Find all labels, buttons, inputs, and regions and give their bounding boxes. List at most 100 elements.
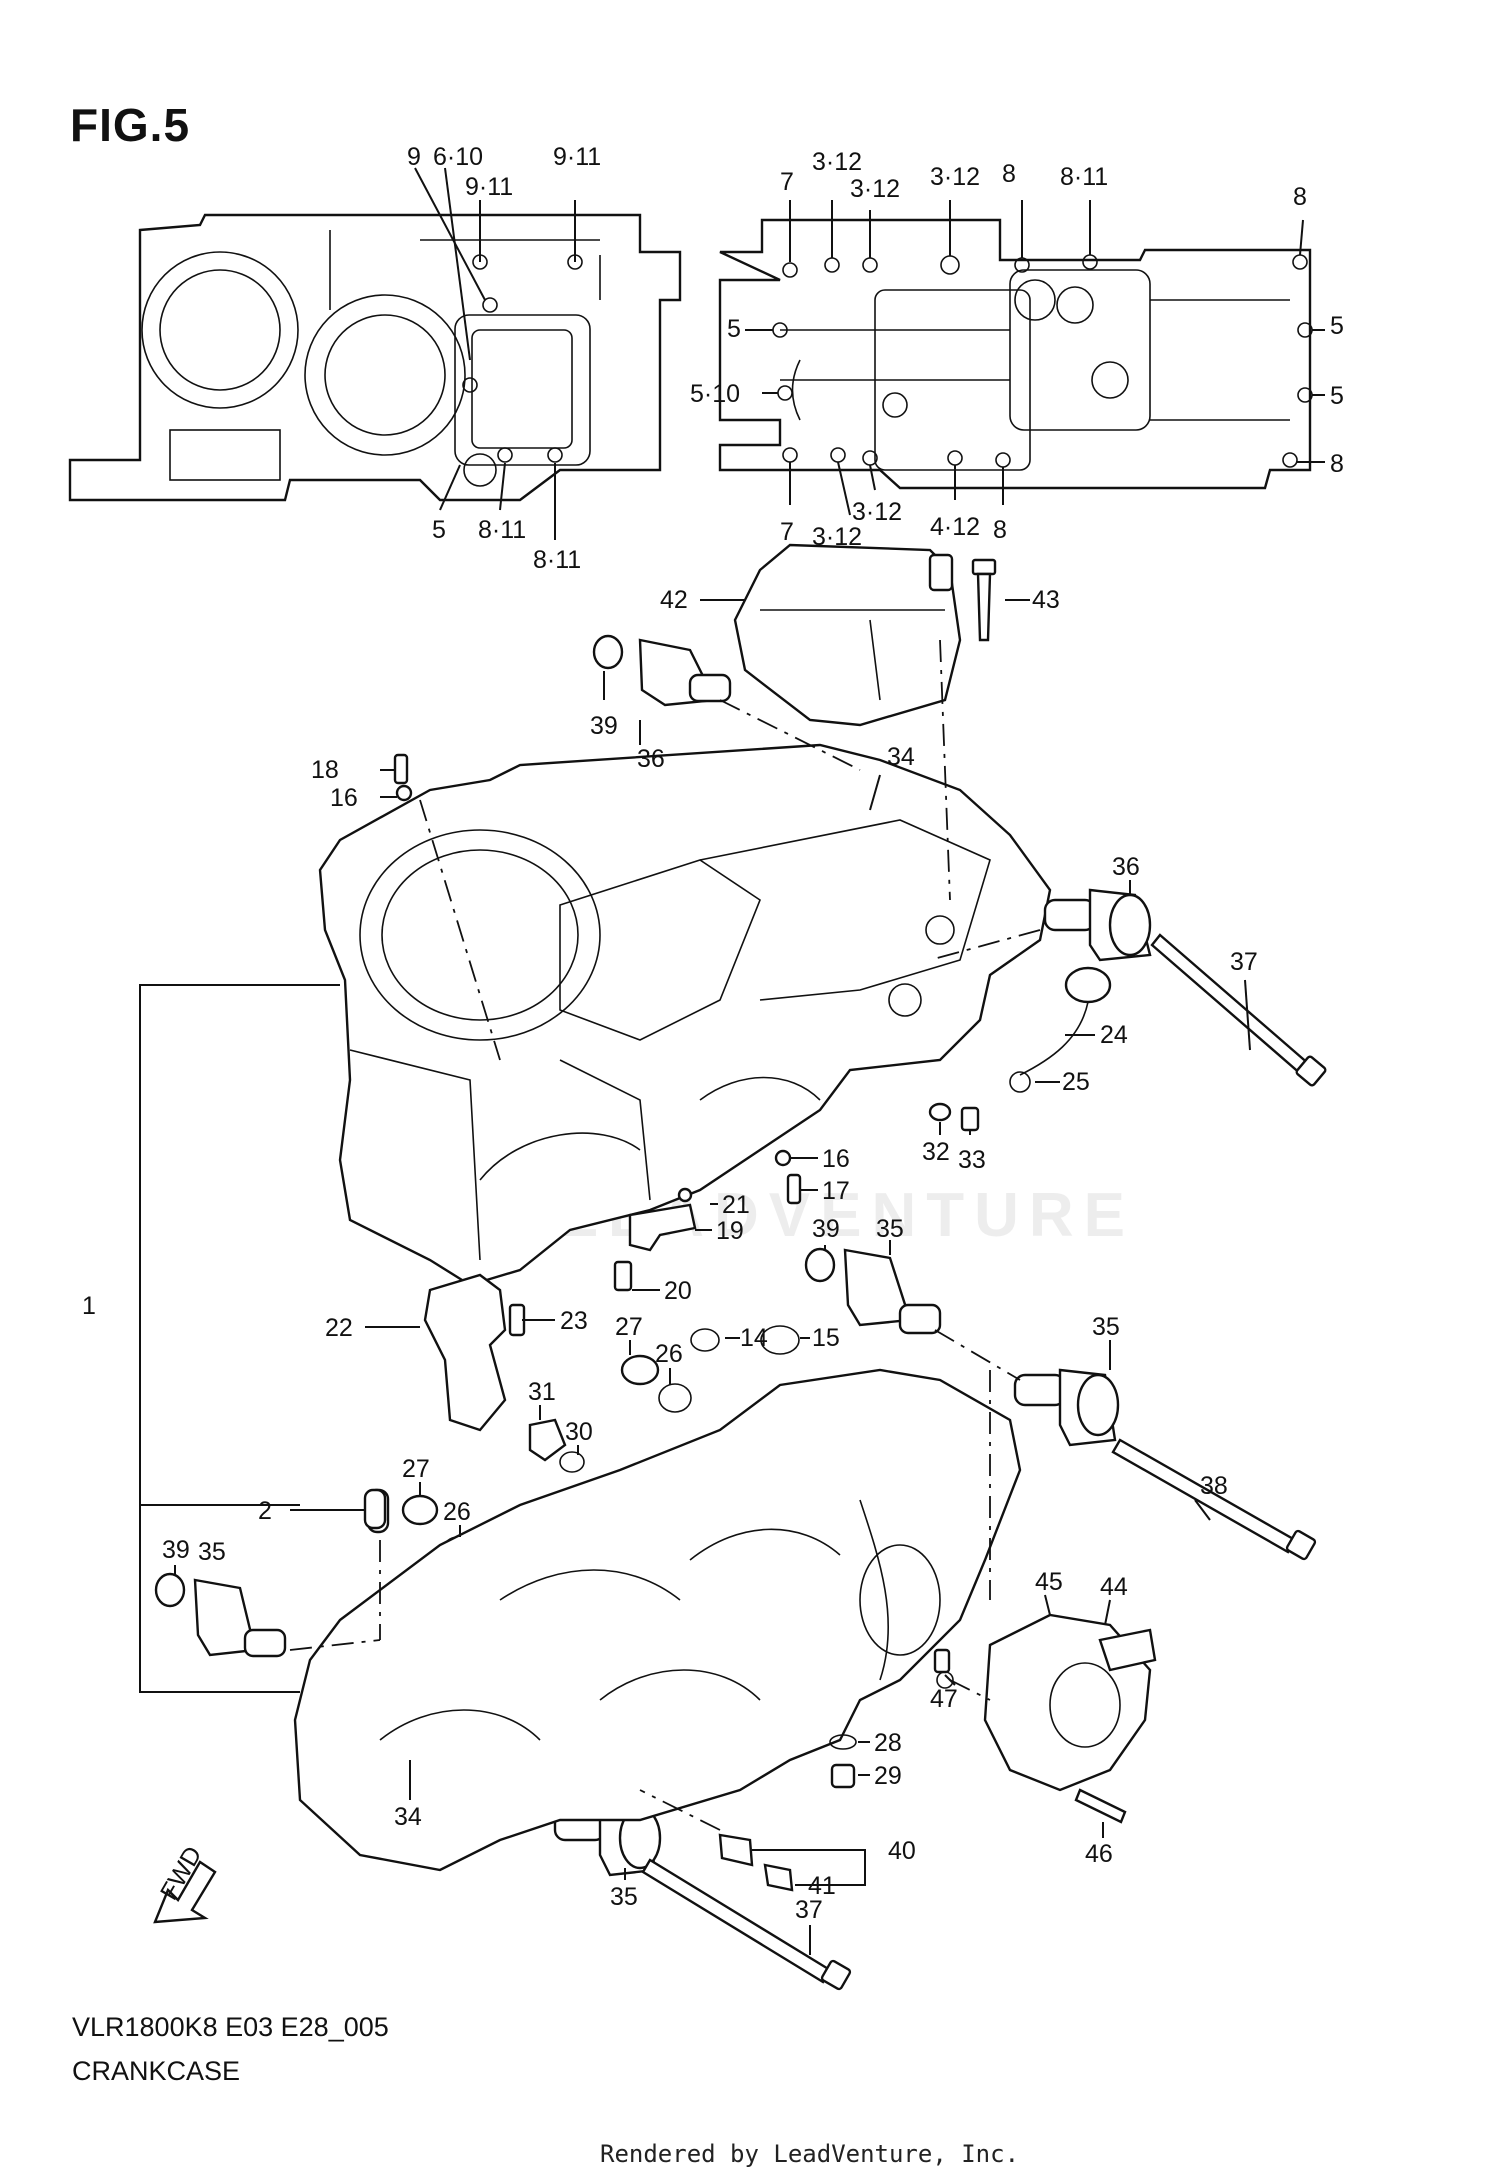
oil-jet-18 <box>393 753 413 802</box>
upper-crankcase-top-view <box>68 213 682 502</box>
switch-40-41 <box>718 1833 794 1892</box>
callout: 18 <box>311 756 339 784</box>
render-credit: Rendered by LeadVenture, Inc. <box>600 2140 1020 2168</box>
callout: 4·12 <box>930 513 980 541</box>
callout: 35 <box>198 1538 226 1566</box>
bearing-holder-mid-right <box>1013 1368 1120 1447</box>
callout: 5 <box>727 315 741 343</box>
through-bolt-37-upper <box>1150 933 1327 1087</box>
callout: 7 <box>780 518 794 546</box>
callout: 5 <box>1330 312 1344 340</box>
callout: 26 <box>443 1498 471 1526</box>
callout: 35 <box>876 1215 904 1243</box>
callout: 45 <box>1035 1568 1063 1596</box>
callout: 27 <box>615 1313 643 1341</box>
callout: 40 <box>888 1837 916 1865</box>
through-bolt-38 <box>1111 1438 1317 1561</box>
callout: 41 <box>808 1872 836 1900</box>
callout: 5·10 <box>690 380 740 408</box>
leader-lines <box>174 167 1325 1955</box>
callout: 37 <box>1230 948 1258 976</box>
callout: 21 <box>722 1191 750 1219</box>
callout: 8·11 <box>533 546 581 574</box>
model-code: VLR1800K8 E03 E28_005 <box>72 2012 389 2042</box>
callout: 42 <box>660 586 688 614</box>
callout: 5 <box>432 516 446 544</box>
callout: 38 <box>1200 1472 1228 1500</box>
callout: 3·12 <box>812 148 862 176</box>
callout: 17 <box>822 1177 850 1205</box>
callout: 8·11 <box>478 516 526 544</box>
callout: 27 <box>402 1455 430 1483</box>
section-name: CRANKCASE <box>72 2056 241 2086</box>
callout: 23 <box>560 1307 588 1335</box>
callout: 16 <box>822 1145 850 1173</box>
callout: 33 <box>958 1146 986 1174</box>
callout: 3·12 <box>812 523 862 551</box>
drain-plug-29 <box>829 1734 857 1789</box>
callout: 1 <box>82 1292 96 1320</box>
callout: 7 <box>780 168 794 196</box>
bearing-holder-upper-right <box>1043 888 1152 962</box>
callout: 39 <box>812 1215 840 1243</box>
callout: 28 <box>874 1729 902 1757</box>
callout: 8 <box>993 516 1007 544</box>
bearing-holder-mid <box>804 1247 942 1335</box>
bracket-part-1 <box>139 984 340 1693</box>
callout: 19 <box>716 1217 744 1245</box>
callouts-main: 42 43 39 36 34 18 16 36 37 24 25 32 33 1… <box>82 586 1258 1924</box>
callout: 35 <box>610 1883 638 1911</box>
callout: 25 <box>1062 1068 1090 1096</box>
lower-crankcase <box>293 1368 1022 1872</box>
callout: 3·12 <box>850 175 900 203</box>
callout: 34 <box>887 743 915 771</box>
callout: 20 <box>664 1277 692 1305</box>
fwd-arrow-icon: FWD <box>153 1842 217 1924</box>
callout: 9·11 <box>465 173 513 201</box>
bolt-46 <box>1074 1788 1127 1824</box>
callout: 8 <box>1330 450 1344 478</box>
callout: 31 <box>528 1378 556 1406</box>
breather-cover <box>733 543 962 727</box>
callout: 43 <box>1032 586 1060 614</box>
bearing-holder-lower-left <box>154 1572 287 1658</box>
callout: 8 <box>1293 183 1307 211</box>
dowel-2-seals <box>363 1488 387 1530</box>
callout: 26 <box>655 1340 683 1368</box>
callout: 3·12 <box>930 163 980 191</box>
callout: 14 <box>740 1324 768 1352</box>
plug-33-and-gasket-32 <box>928 1102 980 1132</box>
callout: 22 <box>325 1314 353 1342</box>
callout: 39 <box>162 1536 190 1564</box>
callout: 44 <box>1100 1573 1128 1601</box>
figure-title: FIG.5 <box>70 99 191 151</box>
through-bolt-37-lower <box>641 1858 852 1991</box>
upper-crankcase <box>318 743 1052 1287</box>
lower-crankcase-bottom-view <box>718 218 1313 490</box>
oil-filler-cap <box>1009 966 1112 1093</box>
callout: 35 <box>1092 1313 1120 1341</box>
callout: 30 <box>565 1418 593 1446</box>
callout: 36 <box>1112 853 1140 881</box>
callout: 8·11 <box>1060 163 1108 191</box>
callout: 2 <box>258 1497 272 1525</box>
callout: 37 <box>795 1896 823 1924</box>
callout: 34 <box>394 1803 422 1831</box>
dowel-47 <box>933 1648 951 1674</box>
assembly-lines <box>289 639 1041 1831</box>
callout: 16 <box>330 784 358 812</box>
callout: 46 <box>1085 1840 1113 1868</box>
guide-bracket-22 <box>423 1273 526 1432</box>
callout: 9 <box>407 143 421 171</box>
callouts-top-right: 7 3·12 3·12 3·12 8 8·11 8 5 5 5 5·10 8 7… <box>690 148 1344 551</box>
union-19-20-21 <box>613 1187 697 1292</box>
water-pump-cover <box>983 1613 1157 1792</box>
callout: 36 <box>637 745 665 773</box>
callout: 47 <box>930 1685 958 1713</box>
callout: 29 <box>874 1762 902 1790</box>
bolt-43 <box>971 558 997 642</box>
callout: 5 <box>1330 382 1344 410</box>
callouts-top-left: 9 6·10 9·11 9·11 5 8·11 8·11 <box>407 143 601 574</box>
callout: 8 <box>1002 160 1016 188</box>
